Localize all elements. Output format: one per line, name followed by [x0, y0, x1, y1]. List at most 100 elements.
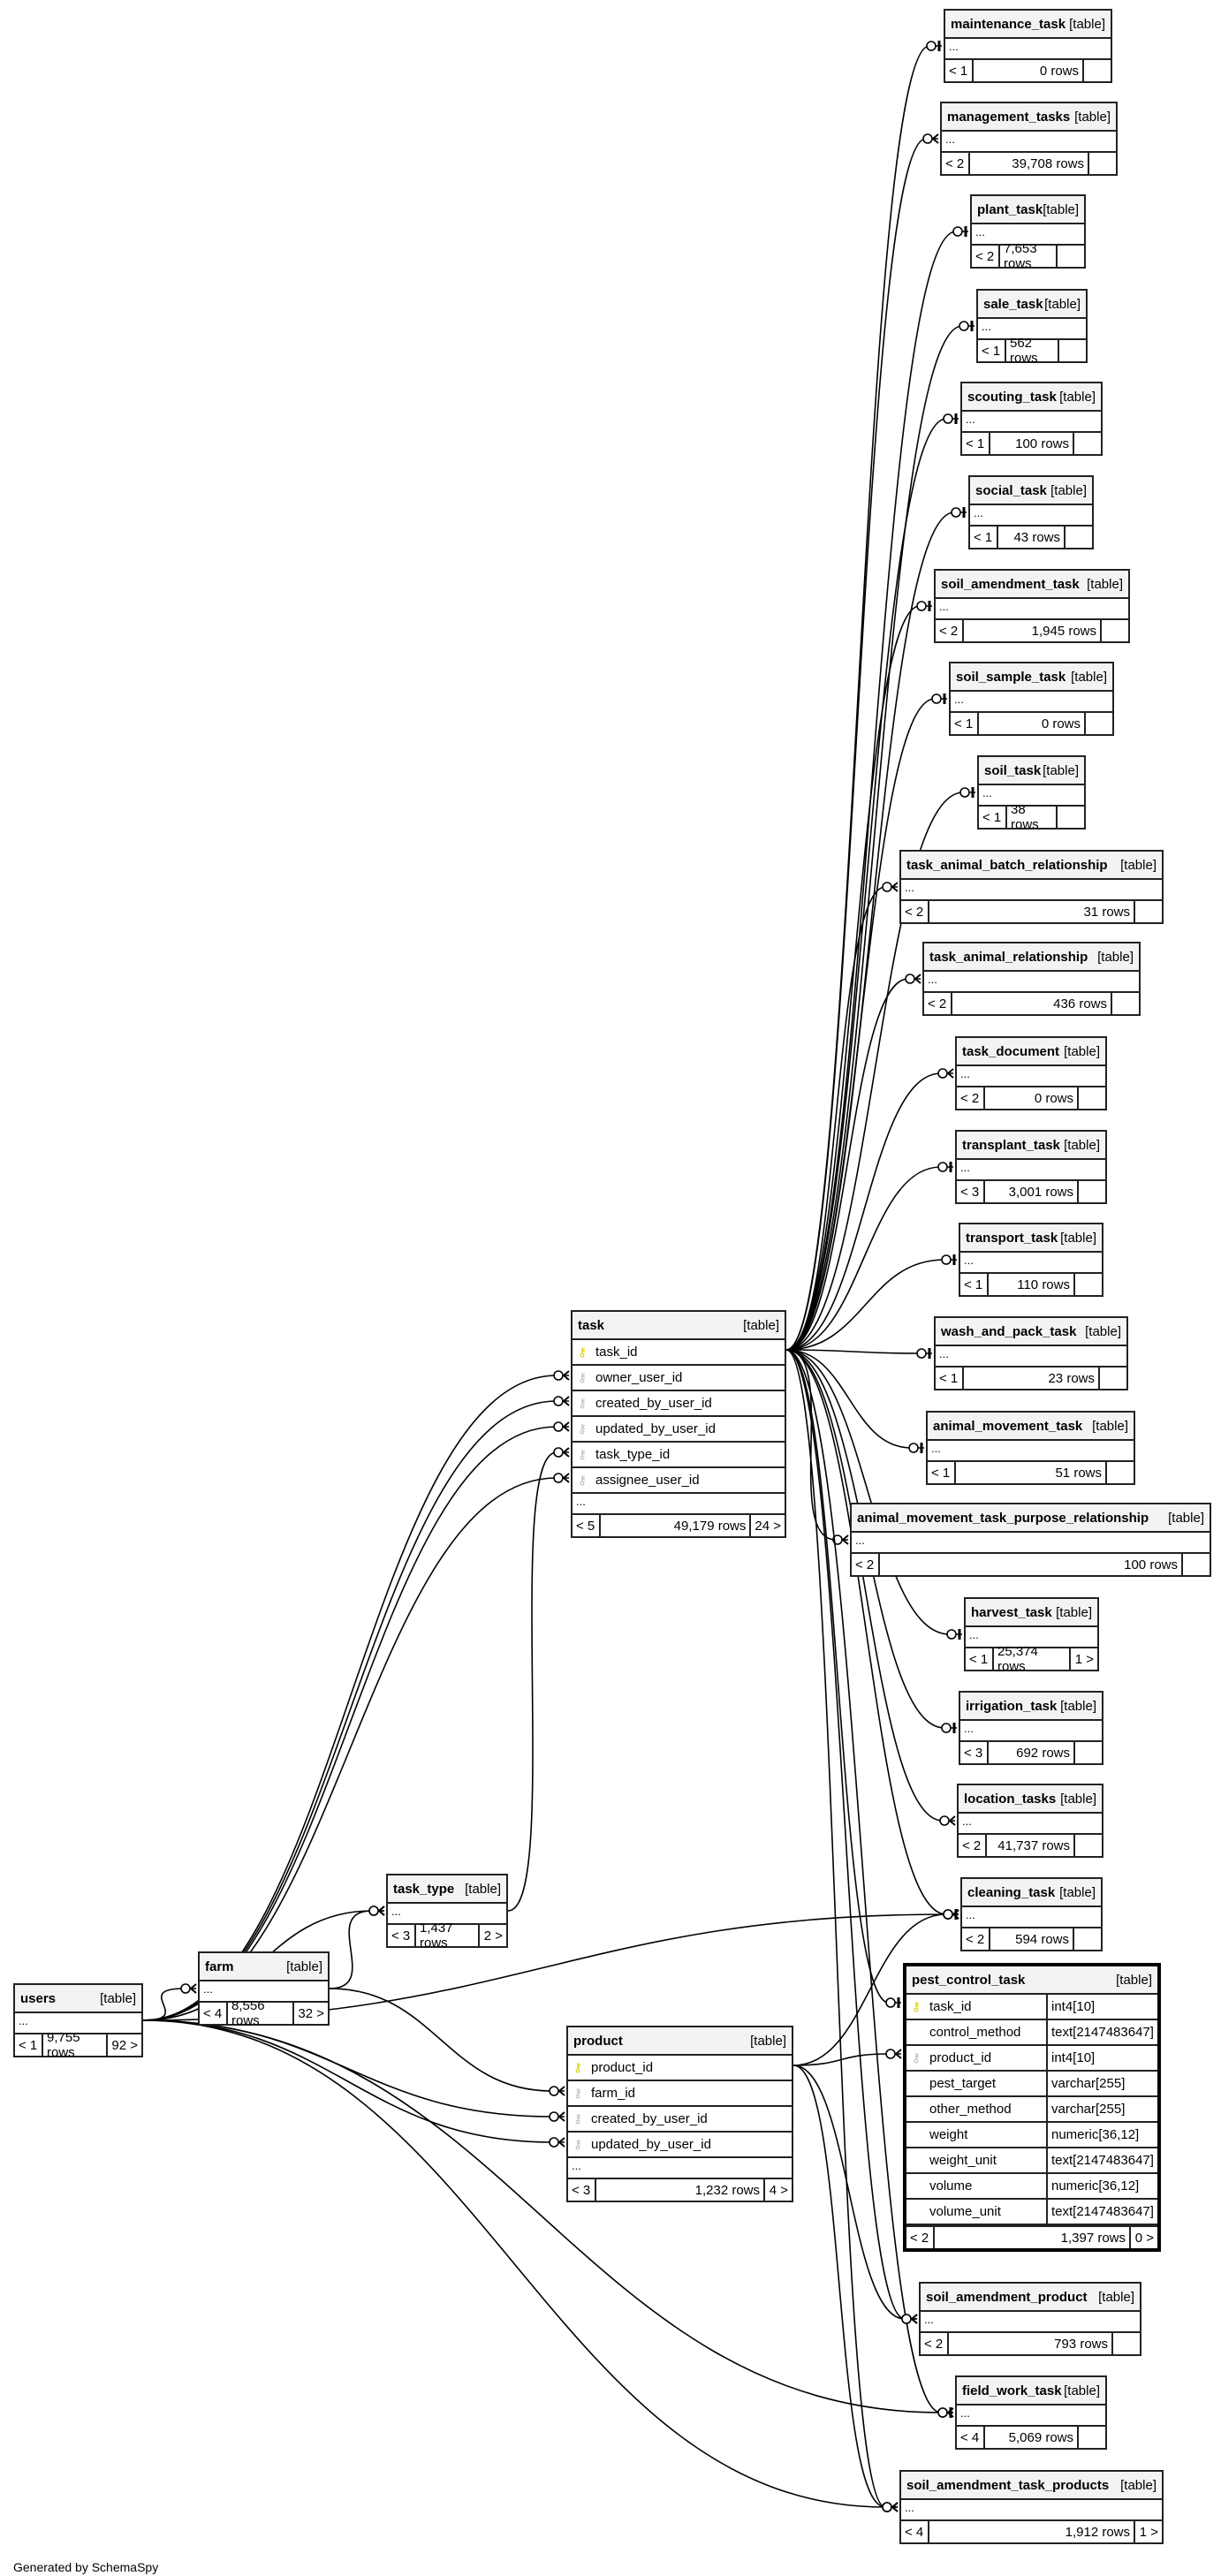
table-name[interactable]: soil_task	[984, 762, 1042, 778]
parents-link[interactable]: < 5	[573, 1515, 601, 1536]
table-name[interactable]: cleaning_task	[967, 1884, 1056, 1900]
column-row[interactable]: ⚷product_id	[568, 2056, 792, 2081]
children-link[interactable]	[1073, 1742, 1102, 1763]
more-columns-ellipsis[interactable]: ...	[959, 1814, 1102, 1835]
more-columns-ellipsis[interactable]: ...	[960, 1253, 1102, 1274]
more-columns-ellipsis[interactable]: ...	[901, 2500, 1162, 2521]
table-product[interactable]: product[table]⚷product_id⚷farm_id⚷create…	[566, 2026, 793, 2202]
more-columns-ellipsis[interactable]: ...	[972, 224, 1084, 246]
children-link[interactable]: 0 >	[1129, 2227, 1157, 2248]
table-name[interactable]: task	[578, 1317, 605, 1333]
children-link[interactable]	[1077, 2427, 1105, 2448]
children-link[interactable]	[1098, 1368, 1126, 1389]
table-name[interactable]: product	[573, 2033, 623, 2049]
children-link[interactable]	[1111, 2333, 1140, 2354]
parents-link[interactable]: < 2	[852, 1554, 880, 1575]
parents-link[interactable]: < 1	[945, 60, 974, 81]
table-name[interactable]: irrigation_task	[966, 1698, 1058, 1714]
table-name[interactable]: field_work_task	[962, 2383, 1062, 2398]
table-name[interactable]: pest_control_task	[912, 1972, 1026, 1988]
parents-link[interactable]: < 3	[960, 1742, 989, 1763]
table-header[interactable]: animal_movement_task_purpose_relationshi…	[852, 1504, 1210, 1533]
parents-link[interactable]: < 1	[15, 2034, 43, 2056]
table-header[interactable]: transplant_task[table]	[957, 1132, 1105, 1160]
parents-link[interactable]: < 1	[928, 1462, 956, 1483]
parents-link[interactable]: < 2	[901, 901, 929, 922]
table-header[interactable]: task_animal_batch_relationship[table]	[901, 852, 1162, 880]
children-link[interactable]	[1073, 1274, 1102, 1295]
table-header[interactable]: task_type[table]	[388, 1875, 506, 1904]
more-columns-ellipsis[interactable]: ...	[951, 692, 1112, 713]
table-header[interactable]: maintenance_task[table]	[945, 11, 1111, 39]
table-name[interactable]: task_animal_relationship	[929, 949, 1088, 965]
more-columns-ellipsis[interactable]: ...	[852, 1533, 1210, 1554]
parents-link[interactable]: < 1	[960, 1274, 989, 1295]
table-header[interactable]: irrigation_task[table]	[960, 1693, 1102, 1721]
children-link[interactable]	[1077, 1087, 1105, 1109]
table-header[interactable]: location_tasks[table]	[959, 1785, 1102, 1814]
table-name[interactable]: location_tasks	[964, 1791, 1057, 1807]
parents-link[interactable]: < 4	[901, 2521, 929, 2542]
children-link[interactable]	[1073, 1928, 1101, 1950]
more-columns-ellipsis[interactable]: ...	[942, 132, 1116, 153]
table-name[interactable]: transplant_task	[962, 1137, 1060, 1153]
more-columns-ellipsis[interactable]: ...	[928, 1441, 1134, 1462]
parents-link[interactable]: < 3	[957, 1181, 985, 1202]
parents-link[interactable]: < 1	[978, 340, 1006, 361]
table-name[interactable]: animal_movement_task_purpose_relationshi…	[857, 1510, 1149, 1526]
column-row[interactable]: ⚷task_id	[573, 1340, 785, 1366]
table-header[interactable]: task[table]	[573, 1312, 785, 1340]
table-header[interactable]: harvest_task[table]	[966, 1599, 1097, 1627]
table-header[interactable]: sale_task[table]	[978, 291, 1086, 319]
parents-link[interactable]: < 2	[962, 1928, 990, 1950]
table-name[interactable]: task_document	[962, 1043, 1060, 1059]
children-link[interactable]: 2 >	[478, 1925, 506, 1946]
table-task[interactable]: task[table]⚷task_id⚷owner_user_id⚷create…	[571, 1310, 786, 1538]
table-header[interactable]: task_document[table]	[957, 1038, 1105, 1066]
column-row[interactable]: ⚷task_type_id	[573, 1443, 785, 1468]
parents-link[interactable]: < 2	[957, 1087, 985, 1109]
more-columns-ellipsis[interactable]: ...	[962, 1907, 1101, 1928]
children-link[interactable]	[1058, 340, 1086, 361]
table-name[interactable]: soil_sample_task	[956, 669, 1066, 685]
more-columns-ellipsis[interactable]: ...	[957, 1066, 1105, 1087]
parents-link[interactable]: < 2	[936, 620, 964, 641]
more-columns-ellipsis[interactable]: ...	[962, 412, 1101, 433]
children-link[interactable]	[1056, 807, 1084, 828]
table-name[interactable]: soil_amendment_task	[941, 576, 1080, 592]
table-header[interactable]: product[table]	[568, 2027, 792, 2056]
parents-link[interactable]: < 3	[388, 1925, 416, 1946]
more-columns-ellipsis[interactable]: ...	[936, 1346, 1126, 1368]
table-name[interactable]: task_animal_batch_relationship	[906, 857, 1108, 873]
table-header[interactable]: transport_task[table]	[960, 1224, 1102, 1253]
table-header[interactable]: soil_task[table]	[979, 757, 1084, 785]
more-columns-ellipsis[interactable]: ...	[901, 880, 1162, 901]
table-task-animal-batch-relationship[interactable]: task_animal_batch_relationship[table]...…	[899, 850, 1164, 924]
table-header[interactable]: cleaning_task[table]	[962, 1879, 1101, 1907]
children-link[interactable]: 1 >	[1069, 1648, 1097, 1670]
table-header[interactable]: field_work_task[table]	[957, 2377, 1105, 2406]
table-header[interactable]: soil_sample_task[table]	[951, 663, 1112, 692]
more-columns-ellipsis[interactable]: ...	[388, 1904, 506, 1925]
table-name[interactable]: users	[20, 1990, 57, 2006]
more-columns-ellipsis[interactable]: ...	[573, 1494, 785, 1515]
